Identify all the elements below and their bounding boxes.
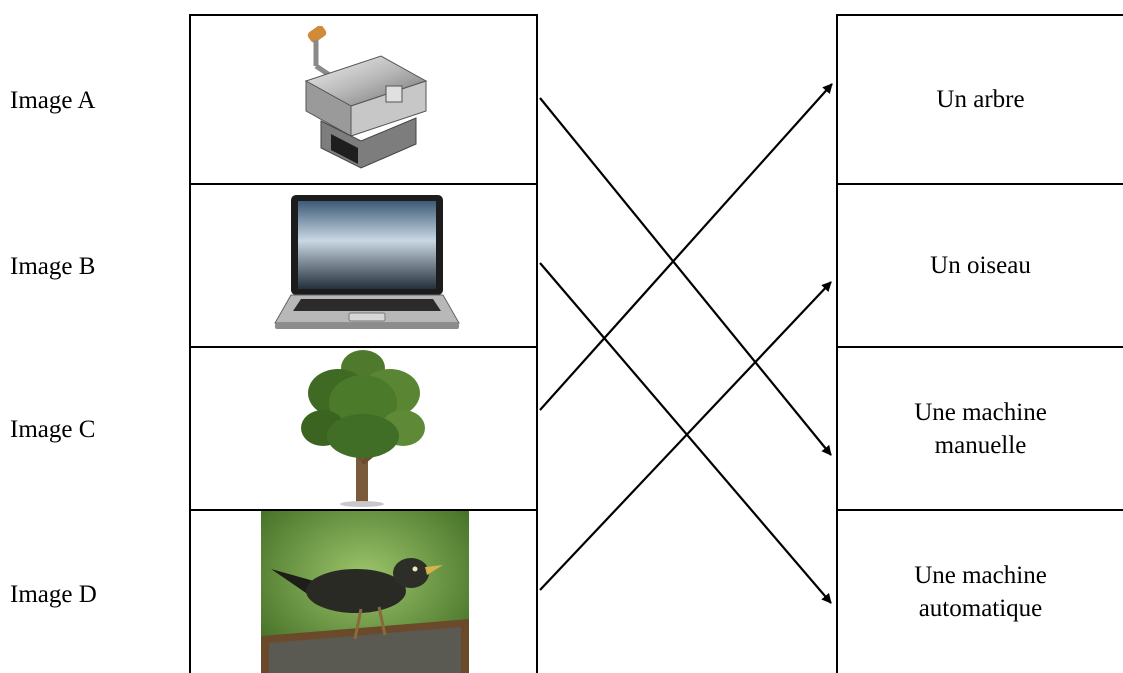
picture-column [189,14,538,673]
answer-text: Une machine manuelle [866,396,1096,462]
label-image-a: Image A [10,87,96,114]
label-image-c: Image C [10,416,96,443]
answer-line: automatique [918,595,1043,622]
picture-cell-b [191,185,536,348]
arrow-a-to-manuelle [539,97,832,456]
answer-cell-machine-manuelle: Une machine manuelle [838,348,1123,511]
answer-text: Un oiseau [866,249,1096,282]
answer-line: Une machine [914,562,1047,589]
label-image-b: Image B [10,253,96,280]
answer-text: Une machine automatique [866,559,1096,625]
picture-cell-a [191,14,536,185]
answer-line: Une machine [914,398,1047,426]
picture-cell-c [191,348,536,511]
pasta-machine-icon [304,26,428,169]
answer-column: Un arbre Un oiseau Une machine manuelle … [836,14,1123,673]
answer-cell-oiseau: Un oiseau [838,185,1123,348]
arrow-d-to-oiseau [539,281,832,591]
arrow-c-to-arbre [539,83,833,411]
answer-line: manuelle [934,431,1027,459]
arrow-b-to-automatique [539,262,832,604]
laptop-icon [274,195,460,329]
answer-cell-arbre: Un arbre [838,14,1123,185]
picture-cell-d [191,511,536,673]
label-image-d: Image D [10,581,97,608]
answer-text: Un arbre [866,83,1096,116]
answer-cell-machine-automatique: Une machine automatique [838,511,1123,673]
bird-icon [261,511,469,673]
tree-icon [301,350,425,507]
answer-line: Un arbre [936,86,1025,113]
answer-line: Un oiseau [930,252,1031,279]
